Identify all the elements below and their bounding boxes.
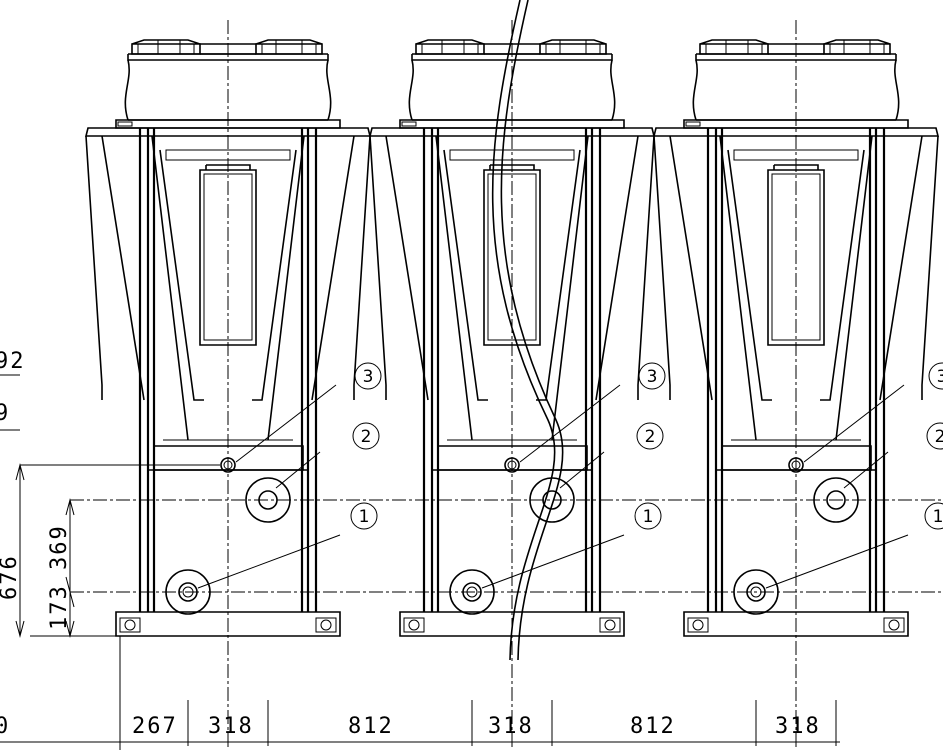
callout-2-right: 2 (935, 427, 943, 447)
dim-vertical-676: 676 (0, 554, 22, 600)
callout-3-right: 3 (937, 367, 943, 387)
chiller-unit-middle (368, 18, 656, 750)
dim-bottom-0: 0 (0, 714, 10, 739)
callout-3-left: 3 (363, 367, 374, 387)
dim-partial-92: 92 (0, 349, 26, 374)
cable-right (500, 0, 564, 661)
dim-vertical-173: 173 (47, 584, 72, 630)
callout-3-middle: 3 (647, 367, 658, 387)
callout-2-left: 2 (361, 427, 372, 447)
dim-bottom-318-a: 318 (208, 714, 254, 739)
dim-bottom-267: 267 (132, 714, 178, 739)
callout-1-middle: 1 (643, 507, 654, 527)
callout-1-left: 1 (359, 507, 370, 527)
chiller-unit-right (652, 18, 940, 750)
dim-vertical-369: 369 (47, 524, 72, 570)
dim-partial-9: 9 (0, 401, 10, 426)
dim-bottom-812-b: 812 (630, 714, 676, 739)
dim-bottom-318-b: 318 (488, 714, 534, 739)
chiller-unit-left (84, 18, 372, 750)
dim-bottom-812-a: 812 (348, 714, 394, 739)
callout-2-middle: 2 (645, 427, 656, 447)
callout-1-right: 1 (933, 507, 943, 527)
cable-left (491, 0, 556, 661)
dim-bottom-318-c: 318 (775, 714, 821, 739)
